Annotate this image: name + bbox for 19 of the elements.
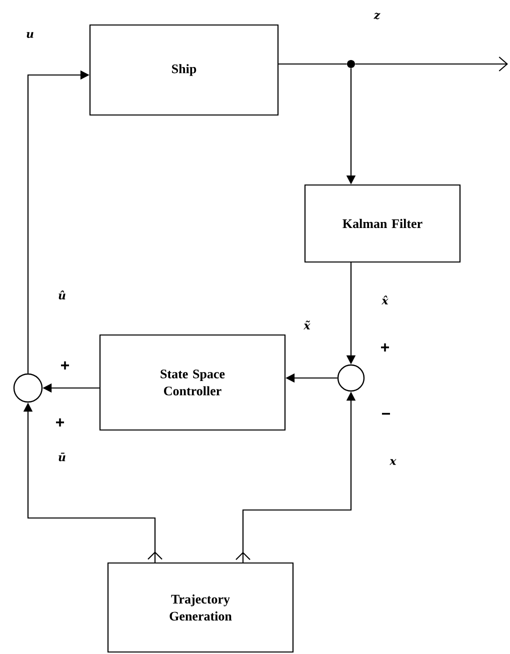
block-box: Kalman Filter <box>304 184 461 263</box>
summing-junction <box>337 364 365 392</box>
signal-label: x̃ <box>304 320 310 330</box>
sign-label: + <box>56 418 64 426</box>
signal-label: x̂ <box>382 296 388 304</box>
block-box: Trajectory Generation <box>107 562 294 653</box>
junction-dot <box>347 60 355 68</box>
sign-label: + <box>381 343 390 352</box>
signal-label: x <box>390 459 396 465</box>
block-box: State Space Controller <box>99 334 286 431</box>
block-box: Ship <box>89 24 279 116</box>
signal-label: ū <box>58 452 66 462</box>
signal-label: z <box>374 12 380 20</box>
arrow <box>355 56 508 72</box>
summing-junction <box>13 373 43 403</box>
signal-label: û <box>58 290 66 300</box>
sign-label: + <box>61 361 70 370</box>
sign-label: − <box>382 412 390 415</box>
signal-label: u <box>26 32 34 38</box>
